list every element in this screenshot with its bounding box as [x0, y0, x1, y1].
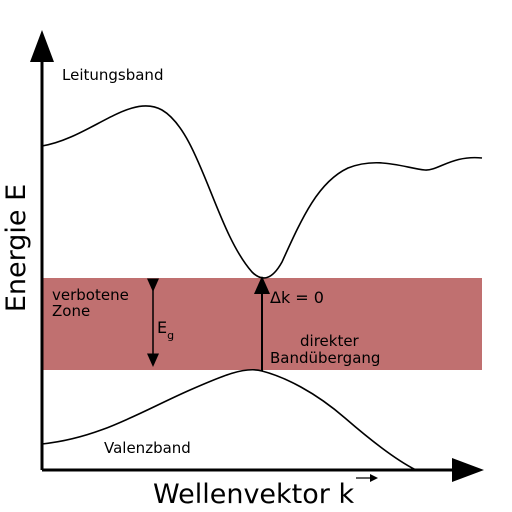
- forbidden-zone-label-line1: verbotene: [52, 286, 129, 304]
- conduction-band-curve: [41, 105, 483, 279]
- conduction-band-label: Leitungsband: [62, 66, 163, 84]
- valence-band-label: Valenzband: [104, 439, 191, 457]
- valence-band-curve: [41, 368, 417, 471]
- x-axis-title: Wellenvektor k: [153, 479, 354, 510]
- x-axis-arrowhead: [452, 458, 484, 482]
- y-axis-arrowhead: [30, 30, 54, 62]
- delta-k-label: Δk = 0: [270, 288, 324, 307]
- transition-label-line1: direkter: [300, 332, 360, 350]
- transition-label-line2: Bandübergang: [270, 349, 380, 367]
- y-axis-title: Energie E: [1, 184, 32, 312]
- forbidden-zone-label-line2: Zone: [52, 302, 90, 320]
- k-vector-arrowhead: [370, 474, 378, 482]
- band-gap-subscript: g: [167, 329, 174, 342]
- band-gap-label: Eg: [157, 318, 174, 342]
- band-gap-symbol: E: [157, 318, 167, 337]
